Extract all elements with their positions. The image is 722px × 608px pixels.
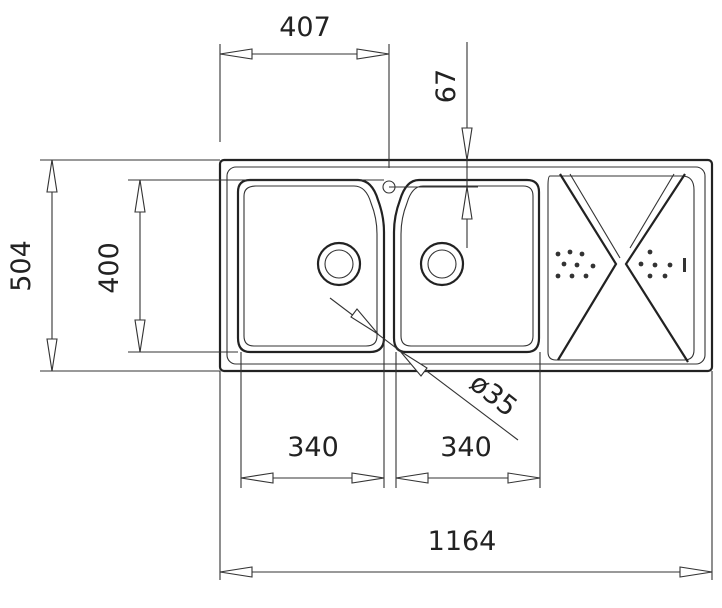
- dimension-504-label: 504: [6, 240, 37, 292]
- dimension-drain-label: ø35: [464, 367, 523, 423]
- dimension-400: 400: [94, 179, 384, 353]
- dimension-400-label: 400: [94, 242, 125, 294]
- drain-holes-left: [555, 249, 596, 279]
- dimension-340-left-label: 340: [287, 432, 339, 463]
- left-drain-outer: [316, 241, 362, 287]
- right-drain-outer: [419, 241, 465, 287]
- dimension-407-label: 407: [279, 12, 331, 43]
- dimension-504: 504: [6, 159, 220, 372]
- dimension-drain-diameter: ø35: [329, 297, 523, 441]
- dimension-67-label: 67: [431, 69, 462, 103]
- dimension-67: 67: [389, 42, 478, 248]
- drainboard: [547, 173, 695, 363]
- left-bowl: [236, 178, 386, 354]
- dimension-340-right-label: 340: [440, 432, 492, 463]
- dimension-340-right: 340: [395, 352, 541, 488]
- left-drain-inner: [324, 249, 354, 279]
- dimension-1164: 1164: [219, 371, 713, 580]
- dimension-1164-label: 1164: [428, 526, 497, 557]
- sink-inner-rim: [226, 166, 706, 365]
- drainboard-left-chevron: [557, 173, 618, 361]
- dimension-340-left: 340: [240, 340, 385, 488]
- sink-outer-rim: [218, 158, 714, 373]
- drain-holes-right: [638, 249, 686, 279]
- dimension-407: 407: [219, 12, 390, 168]
- drainboard-right-chevron: [624, 173, 689, 363]
- right-drain-inner: [427, 249, 457, 279]
